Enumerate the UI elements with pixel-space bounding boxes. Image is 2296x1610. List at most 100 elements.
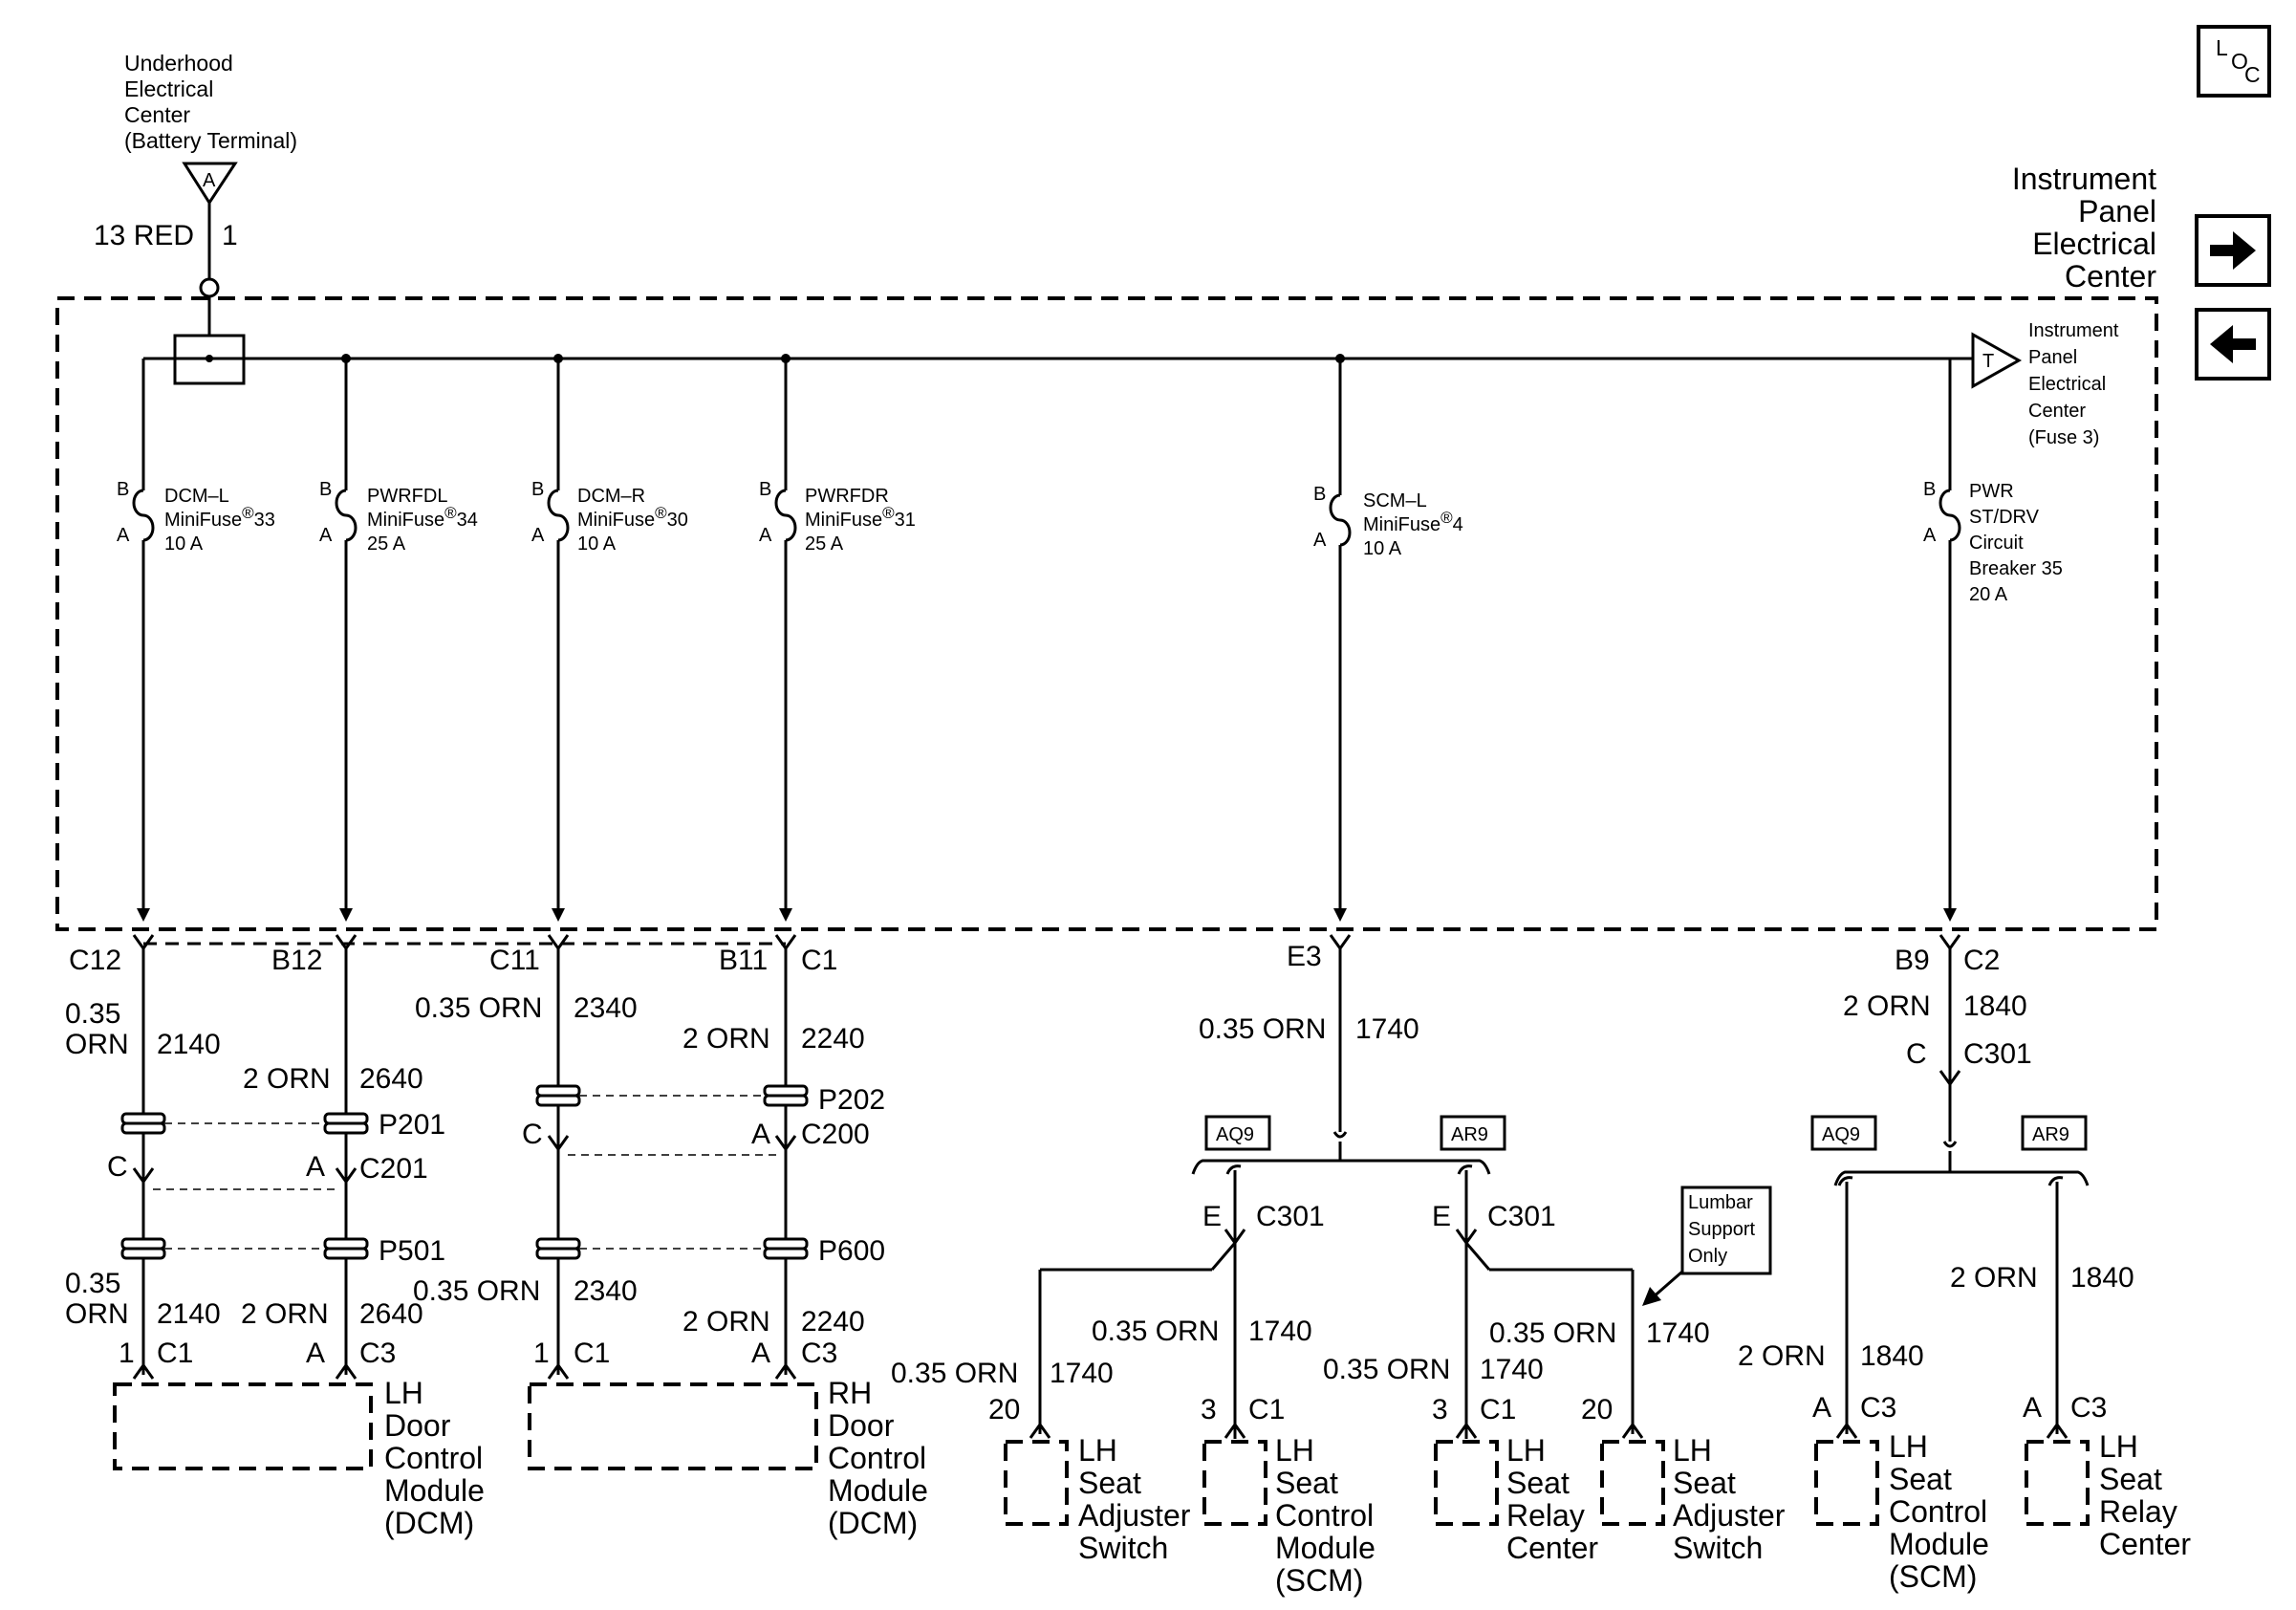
svg-text:A: A xyxy=(1923,525,1937,546)
svg-text:C2: C2 xyxy=(1963,945,2000,976)
lh-seat-adjuster-switch-label-1: LH Seat Adjuster Switch xyxy=(1078,1433,1191,1565)
svg-text:PWRFDR: PWRFDR xyxy=(805,486,889,507)
svg-text:C3: C3 xyxy=(1860,1392,1896,1424)
svg-text:AR9: AR9 xyxy=(1451,1124,1488,1145)
svg-text:Seat: Seat xyxy=(1673,1466,1736,1500)
svg-text:Support: Support xyxy=(1688,1219,1755,1240)
svg-text:1: 1 xyxy=(119,1338,135,1369)
battery-terminal-letter: A xyxy=(203,170,216,191)
svg-text:LH: LH xyxy=(1078,1433,1117,1468)
svg-text:1740: 1740 xyxy=(1480,1354,1544,1385)
svg-text:O: O xyxy=(2231,49,2248,74)
svg-text:MiniFuse®34: MiniFuse®34 xyxy=(367,504,478,531)
lh-seat-control-module-label-1: LH Seat Control Module (SCM) xyxy=(1275,1433,1375,1598)
source-circuit-label: 1 xyxy=(222,220,238,251)
svg-text:C: C xyxy=(2244,62,2261,87)
svg-text:A: A xyxy=(117,525,130,546)
svg-text:Underhood: Underhood xyxy=(124,51,233,76)
svg-text:B12: B12 xyxy=(271,945,322,976)
svg-text:0.35 ORN: 0.35 ORN xyxy=(1092,1316,1219,1347)
svg-text:B: B xyxy=(319,479,332,500)
svg-text:2 ORN: 2 ORN xyxy=(1843,990,1931,1022)
svg-text:Seat: Seat xyxy=(1275,1466,1338,1500)
svg-text:Module: Module xyxy=(384,1473,485,1508)
svg-text:C3: C3 xyxy=(801,1338,837,1369)
svg-text:B: B xyxy=(759,479,771,500)
svg-text:3: 3 xyxy=(1432,1394,1448,1425)
fuse-pwrfdr: B A PWRFDR MiniFuse®31 25 A xyxy=(759,359,916,922)
svg-text:ORN: ORN xyxy=(65,1029,129,1060)
svg-text:Lumbar: Lumbar xyxy=(1688,1192,1753,1213)
svg-text:0.35: 0.35 xyxy=(65,998,120,1030)
svg-text:LH: LH xyxy=(1506,1433,1546,1468)
svg-text:Seat: Seat xyxy=(2099,1462,2162,1496)
svg-text:Door: Door xyxy=(384,1408,451,1443)
svg-text:2140: 2140 xyxy=(157,1298,221,1330)
svg-text:C301: C301 xyxy=(1256,1201,1325,1232)
svg-text:Door: Door xyxy=(828,1408,895,1443)
svg-text:Control: Control xyxy=(384,1441,483,1475)
svg-text:Module: Module xyxy=(1275,1531,1375,1565)
svg-text:Center: Center xyxy=(2065,259,2156,294)
lumbar-support-note xyxy=(1680,1186,1772,1275)
svg-text:C: C xyxy=(522,1119,543,1150)
svg-text:C1: C1 xyxy=(1480,1394,1516,1425)
source-wire-label: 13 RED xyxy=(94,220,194,251)
svg-text:(DCM): (DCM) xyxy=(384,1506,474,1540)
lh-seat-control-module-box-2 xyxy=(1814,1440,1879,1526)
lh-dcm-circuits: 0.35 ORN 2140 2 ORN 2640 P201 C A C201 P… xyxy=(65,948,445,1380)
svg-text:LH: LH xyxy=(2099,1429,2138,1464)
svg-text:C301: C301 xyxy=(1963,1038,2032,1070)
lh-seat-adjuster-switch-box-2 xyxy=(1600,1440,1665,1526)
next-page-button[interactable] xyxy=(2195,214,2271,287)
svg-text:RH: RH xyxy=(828,1376,872,1410)
svg-text:Module: Module xyxy=(828,1473,928,1508)
svg-text:C1: C1 xyxy=(1248,1394,1285,1425)
svg-text:E3: E3 xyxy=(1287,941,1322,972)
svg-text:A: A xyxy=(751,1119,770,1150)
svg-text:Instrument: Instrument xyxy=(2012,162,2156,196)
svg-text:Control: Control xyxy=(1275,1498,1374,1533)
option-ar9-tag xyxy=(1440,1115,1506,1151)
svg-text:B: B xyxy=(1313,484,1326,505)
svg-text:Adjuster: Adjuster xyxy=(1673,1498,1786,1533)
svg-text:Panel: Panel xyxy=(2028,347,2077,368)
svg-text:AR9: AR9 xyxy=(2032,1124,2069,1145)
svg-text:C: C xyxy=(107,1151,128,1183)
svg-text:Control: Control xyxy=(828,1441,926,1475)
svg-text:LH: LH xyxy=(1889,1429,1928,1464)
svg-text:PWRFDL: PWRFDL xyxy=(367,486,447,507)
svg-text:E: E xyxy=(1202,1201,1222,1232)
svg-text:10 A: 10 A xyxy=(164,533,204,555)
svg-text:1840: 1840 xyxy=(1860,1340,1924,1372)
svg-text:B9: B9 xyxy=(1895,945,1930,976)
svg-text:MiniFuse®4: MiniFuse®4 xyxy=(1363,509,1463,535)
previous-page-button[interactable] xyxy=(2195,308,2271,381)
svg-text:1740: 1740 xyxy=(1355,1013,1419,1045)
svg-text:A: A xyxy=(2023,1392,2042,1424)
svg-text:Circuit: Circuit xyxy=(1969,533,2024,554)
svg-text:2340: 2340 xyxy=(574,1275,638,1307)
rh-dcm-circuits: 0.35 ORN 2340 2 ORN 2240 P202 C A C200 P… xyxy=(413,948,885,1380)
lh-door-control-module-box xyxy=(113,1382,373,1470)
svg-text:AQ9: AQ9 xyxy=(1216,1124,1254,1145)
svg-text:2 ORN: 2 ORN xyxy=(1738,1340,1826,1372)
svg-text:2 ORN: 2 ORN xyxy=(1950,1262,2038,1294)
svg-text:A: A xyxy=(531,525,545,546)
svg-text:Breaker 35: Breaker 35 xyxy=(1969,558,2063,579)
svg-text:B: B xyxy=(531,479,544,500)
svg-text:T: T xyxy=(1982,351,1994,372)
option-aq9-tag-2 xyxy=(1810,1115,1877,1151)
svg-text:Relay: Relay xyxy=(1506,1498,1585,1533)
fuse-dcm-r: B A DCM–R MiniFuse®30 10 A xyxy=(531,359,688,922)
svg-text:2 ORN: 2 ORN xyxy=(241,1298,329,1330)
svg-text:0.35 ORN: 0.35 ORN xyxy=(1489,1317,1616,1349)
arrow-right-icon xyxy=(2210,231,2256,270)
svg-text:Adjuster: Adjuster xyxy=(1078,1498,1191,1533)
svg-text:Electrical: Electrical xyxy=(124,76,213,101)
svg-text:MiniFuse®30: MiniFuse®30 xyxy=(577,504,688,531)
lh-seat-control-module-label-2: LH Seat Control Module (SCM) xyxy=(1889,1429,1989,1594)
location-button[interactable]: L O C xyxy=(2197,25,2271,98)
svg-text:(Fuse 3): (Fuse 3) xyxy=(2028,427,2099,448)
svg-text:2240: 2240 xyxy=(801,1023,865,1055)
